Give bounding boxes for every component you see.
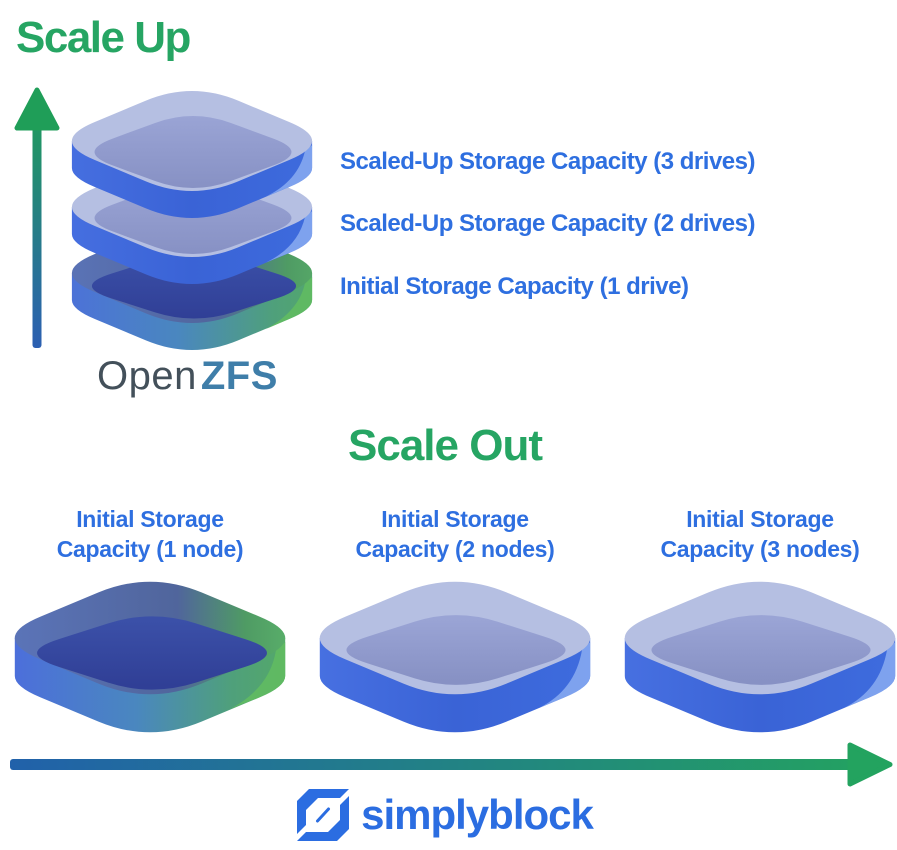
node-label-line: Initial Storage	[686, 506, 834, 532]
simplyblock-logo: simplyblock	[0, 789, 890, 841]
node-label-3-nodes: Initial Storage Capacity (3 nodes)	[600, 504, 897, 564]
node-label-1-node: Initial Storage Capacity (1 node)	[0, 504, 310, 564]
node-label-2-nodes: Initial Storage Capacity (2 nodes)	[295, 504, 615, 564]
node-label-line: Capacity (2 nodes)	[355, 536, 555, 562]
node-label-line: Capacity (1 node)	[56, 536, 244, 562]
right-arrow-icon	[10, 742, 893, 787]
openzfs-logo-prefix: Open	[97, 354, 197, 398]
node-label-line: Capacity (3 nodes)	[660, 536, 860, 562]
openzfs-logo-suffix: ZFS	[200, 354, 278, 398]
drive-label-2-drives: Scaled-Up Storage Capacity (2 drives)	[340, 210, 755, 237]
up-arrow-icon	[14, 87, 60, 348]
simplyblock-s-icon	[297, 789, 350, 841]
node-platform-2	[319, 581, 591, 733]
node-label-line: Initial Storage	[76, 506, 224, 532]
drive-label-3-drives: Scaled-Up Storage Capacity (3 drives)	[340, 148, 755, 175]
node-platform-1	[14, 581, 286, 733]
brand-name: simplyblock	[361, 791, 594, 838]
drive-label-1-drive: Initial Storage Capacity (1 drive)	[340, 273, 689, 300]
scale-out-title: Scale Out	[348, 421, 543, 470]
node-platform-3	[624, 581, 896, 733]
scale-up-title: Scale Up	[16, 13, 191, 62]
node-label-line: Initial Storage	[381, 506, 529, 532]
